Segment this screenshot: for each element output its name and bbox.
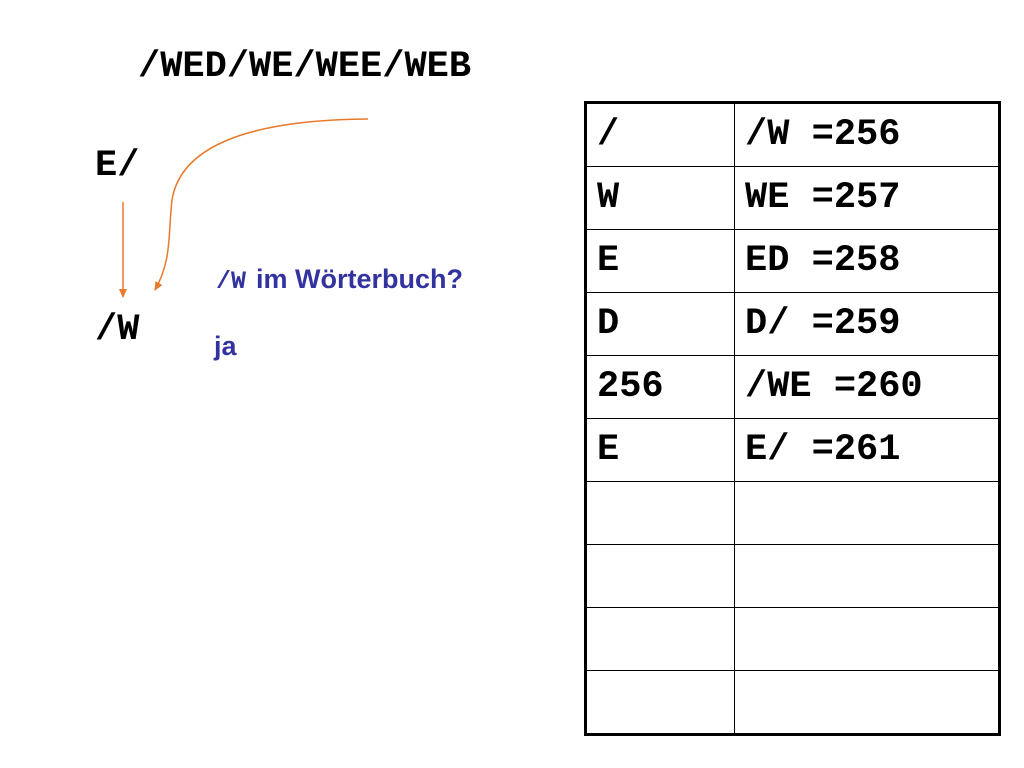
entry-cell: WE =257	[734, 166, 1000, 230]
table-row: 256 /WE =260	[585, 355, 1000, 419]
table-row: E ED =258	[585, 229, 1000, 293]
table-row: E E/ =261	[585, 418, 1000, 482]
entry-cell	[734, 481, 1000, 545]
entry-cell: /W =256	[734, 102, 1000, 167]
answer-text: ja	[214, 331, 237, 361]
symbol-cell: D	[585, 292, 735, 356]
entry-cell: D/ =259	[734, 292, 1000, 356]
symbol-cell: E	[585, 418, 735, 482]
symbol-cell	[585, 670, 735, 735]
entry-cell: ED =258	[734, 229, 1000, 293]
symbol-cell: W	[585, 166, 735, 230]
entry-cell: E/ =261	[734, 418, 1000, 482]
table-row: D D/ =259	[585, 292, 1000, 356]
symbol-cell	[585, 481, 735, 545]
entry-cell: /WE =260	[734, 355, 1000, 419]
symbol-cell: 256	[585, 355, 735, 419]
table-row	[585, 607, 1000, 671]
current-symbol-e: E/	[95, 145, 140, 187]
table-row: / /W =256	[585, 102, 1000, 167]
dictionary-question: /W im Wörterbuch?	[216, 264, 464, 296]
dictionary-table: / /W =256 W WE =257 E ED =258 D D/ =259 …	[584, 101, 1001, 736]
table-row	[585, 481, 1000, 545]
table-row	[585, 544, 1000, 608]
question-code: /W	[216, 267, 247, 296]
current-symbol-w: /W	[95, 309, 140, 351]
symbol-cell	[585, 544, 735, 608]
symbol-cell	[585, 607, 735, 671]
symbol-cell: /	[585, 102, 735, 167]
symbol-cell: E	[585, 229, 735, 293]
table-row	[585, 670, 1000, 735]
input-string: /WED/WE/WEE/WEB	[138, 46, 472, 88]
entry-cell	[734, 544, 1000, 608]
question-text: im Wörterbuch?	[256, 264, 464, 294]
entry-cell	[734, 670, 1000, 735]
entry-cell	[734, 607, 1000, 671]
table-row: W WE =257	[585, 166, 1000, 230]
